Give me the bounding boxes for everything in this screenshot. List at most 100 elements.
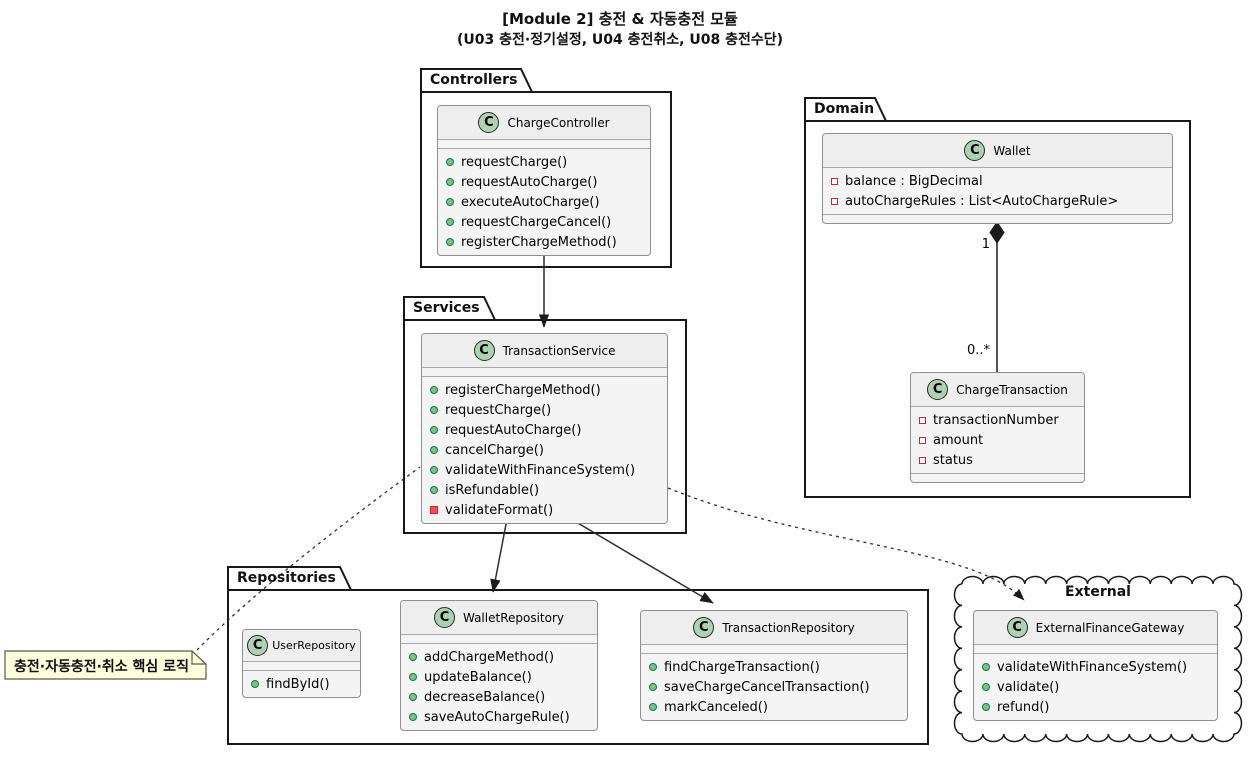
methods-compartment: registerChargeMethod() requestCharge() r…	[422, 376, 667, 523]
public-method-icon	[982, 663, 990, 671]
methods-compartment: requestCharge() requestAutoCharge() exec…	[438, 148, 650, 255]
method-row: findById()	[243, 674, 360, 694]
class-transactionrepository: C TransactionRepository findChargeTransa…	[640, 610, 908, 721]
method-row: requestChargeCancel()	[438, 212, 650, 232]
method-label: executeAutoCharge()	[461, 194, 600, 210]
package-label-services: Services	[413, 300, 480, 316]
class-icon: C	[693, 617, 715, 638]
attribute-label: status	[933, 452, 973, 468]
attribute-row: autoChargeRules : List<AutoChargeRule>	[823, 191, 1172, 211]
method-row: isRefundable()	[422, 480, 667, 500]
composition-wallet-chargetransaction	[989, 221, 1005, 372]
method-row: cancelCharge()	[422, 440, 667, 460]
public-method-icon	[430, 386, 438, 394]
class-icon-letter: C	[970, 143, 980, 158]
attributes-compartment: transactionNumber amount status	[911, 406, 1084, 473]
class-header: C ChargeController	[438, 106, 650, 139]
method-row: requestAutoCharge()	[422, 420, 667, 440]
class-icon: C	[433, 607, 455, 628]
class-header: C ExternalFinanceGateway	[974, 611, 1217, 644]
class-icon-letter: C	[479, 343, 489, 358]
public-method-icon	[430, 406, 438, 414]
method-label: findById()	[266, 676, 330, 692]
class-icon: C	[473, 340, 495, 361]
method-row: markCanceled()	[641, 697, 907, 717]
private-method-icon	[430, 506, 438, 514]
private-field-icon	[831, 177, 838, 185]
class-icon-letter: C	[698, 620, 709, 635]
class-header: C Wallet	[823, 134, 1172, 167]
class-header: C ChargeTransaction	[911, 373, 1084, 406]
method-row: validateWithFinanceSystem()	[422, 460, 667, 480]
methods-compartment: findById()	[243, 670, 360, 697]
attributes-compartment	[401, 634, 597, 643]
private-field-icon	[831, 197, 838, 205]
methods-compartment	[911, 473, 1084, 482]
method-label: requestAutoCharge()	[461, 174, 598, 190]
method-label: isRefundable()	[445, 482, 540, 498]
method-row: saveChargeCancelTransaction()	[641, 677, 907, 697]
public-method-icon	[982, 683, 990, 691]
methods-compartment: findChargeTransaction() saveChargeCancel…	[641, 653, 907, 720]
attributes-compartment	[243, 661, 360, 670]
method-row: executeAutoCharge()	[438, 192, 650, 212]
public-method-icon	[982, 703, 990, 711]
method-label: validateFormat()	[445, 502, 554, 518]
class-name: ChargeTransaction	[956, 382, 1068, 397]
class-name: TransactionRepository	[722, 620, 855, 635]
class-icon-letter: C	[484, 115, 494, 130]
method-row: saveAutoChargeRule()	[401, 707, 597, 727]
attribute-row: balance : BigDecimal	[823, 171, 1172, 191]
private-field-icon	[919, 436, 926, 444]
attributes-compartment	[974, 644, 1217, 653]
public-method-icon	[446, 178, 454, 186]
class-header: C WalletRepository	[401, 601, 597, 634]
package-label-domain: Domain	[814, 101, 875, 117]
class-icon-letter: C	[252, 638, 263, 653]
method-label: requestCharge()	[445, 402, 552, 418]
arrow-service-to-transactionrepo	[570, 518, 714, 604]
diagram-subtitle: (U03 충전·정기설정, U04 충전취소, U08 충전수단)	[457, 32, 783, 48]
class-icon-letter: C	[439, 610, 450, 625]
method-label: updateBalance()	[424, 669, 532, 685]
method-label: decreaseBalance()	[424, 689, 546, 705]
class-icon: C	[247, 635, 269, 656]
method-label: requestCharge()	[461, 154, 568, 170]
class-name: Wallet	[993, 143, 1031, 158]
method-label: requestChargeCancel()	[461, 214, 612, 230]
method-label: registerChargeMethod()	[445, 382, 601, 398]
attributes-compartment	[422, 367, 667, 376]
public-method-icon	[649, 663, 657, 671]
method-label: saveChargeCancelTransaction()	[664, 679, 870, 695]
attribute-row: amount	[911, 430, 1084, 450]
method-row: requestCharge()	[438, 152, 650, 172]
public-method-icon	[409, 673, 417, 681]
class-name: WalletRepository	[462, 610, 564, 625]
class-icon-letter: C	[932, 382, 943, 397]
attributes-compartment	[438, 139, 650, 148]
method-row: validateWithFinanceSystem()	[974, 657, 1217, 677]
public-method-icon	[430, 426, 438, 434]
method-label: addChargeMethod()	[424, 649, 555, 665]
method-label: validateWithFinanceSystem()	[997, 659, 1188, 675]
public-method-icon	[446, 218, 454, 226]
class-userrepository: C UserRepository findById()	[242, 629, 361, 698]
method-label: cancelCharge()	[445, 442, 544, 458]
package-label-controllers: Controllers	[430, 72, 518, 88]
diagram-title: [Module 2] 충전 & 자동충전 모듈	[502, 10, 738, 28]
class-name: TransactionService	[502, 343, 616, 358]
class-walletrepository: C WalletRepository addChargeMethod() upd…	[400, 600, 598, 731]
method-row: updateBalance()	[401, 667, 597, 687]
package-label-external: External	[1065, 584, 1131, 600]
method-row: registerChargeMethod()	[438, 232, 650, 252]
public-method-icon	[430, 446, 438, 454]
method-row: validateFormat()	[422, 500, 667, 520]
method-label: validate()	[997, 679, 1060, 695]
attributes-compartment: balance : BigDecimal autoChargeRules : L…	[823, 167, 1172, 214]
method-row: requestAutoCharge()	[438, 172, 650, 192]
public-method-icon	[409, 693, 417, 701]
method-row: decreaseBalance()	[401, 687, 597, 707]
class-name: ExternalFinanceGateway	[1035, 620, 1185, 635]
public-method-icon	[649, 703, 657, 711]
